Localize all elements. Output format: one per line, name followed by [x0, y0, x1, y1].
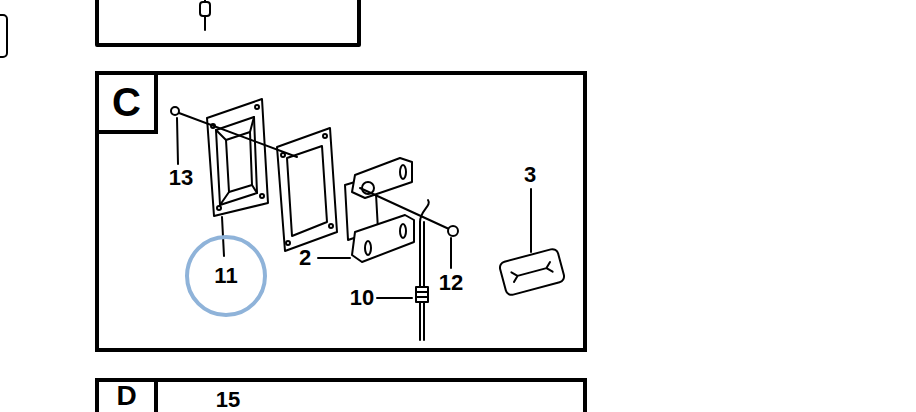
callout-circle: 11 [184, 234, 268, 318]
callout-number: 13 [169, 167, 193, 189]
callout-number: 11 [214, 263, 237, 289]
callout-number: 12 [439, 272, 463, 294]
callout-number: 10 [350, 287, 374, 309]
highlight-ring [187, 237, 265, 315]
gasket [277, 128, 337, 251]
section-letter: D [99, 382, 158, 412]
upper-part [200, 2, 210, 16]
lock [345, 158, 429, 262]
bolt [171, 107, 297, 157]
bolt [360, 188, 458, 236]
callout-number: 2 [299, 247, 311, 269]
section-letter: C [99, 75, 158, 134]
cable [416, 222, 428, 340]
callout-number: 15 [216, 389, 240, 411]
side-part [0, 15, 7, 57]
section-panel: D [95, 378, 587, 412]
section-panel: C 11 [95, 71, 587, 352]
leader-line [177, 118, 531, 298]
recess-frame [207, 99, 268, 216]
cover-plate [499, 248, 566, 296]
callout-number: 3 [524, 164, 536, 186]
upper-panel [97, 0, 359, 45]
